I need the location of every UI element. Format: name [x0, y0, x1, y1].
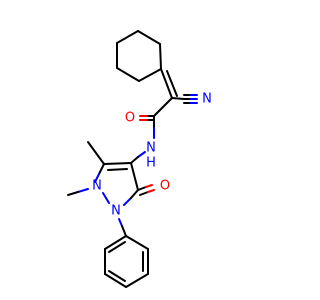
- molecule-structure: N O N H: [67, 30, 212, 288]
- amide-carbonyl: O: [125, 111, 155, 126]
- nitrile-n-label: N: [202, 92, 212, 107]
- amide-o-label: O: [125, 111, 135, 126]
- amide-n-label: N: [146, 141, 156, 156]
- ring-o-label: O: [160, 179, 170, 194]
- cyano-group: N: [171, 92, 212, 107]
- ring-n2-label: N: [92, 179, 102, 194]
- ring-carbonyl: O: [137, 179, 170, 196]
- nh-to-ring-bond: [130, 151, 146, 164]
- phenyl-ring: [104, 235, 149, 288]
- ring-n1-label: N: [111, 204, 121, 219]
- cyclohexylidene-ring: [116, 30, 162, 82]
- exocyclic-double-bond: [160, 68, 178, 99]
- alpha-to-carbonyl-bond: [153, 97, 173, 117]
- amide-h-label: H: [146, 156, 156, 171]
- c3-methyl-bond: [87, 141, 105, 165]
- pyrazolone-ring: [94, 162, 139, 206]
- n1-phenyl-bond: [118, 218, 127, 237]
- n2-methyl-bond: [67, 188, 89, 196]
